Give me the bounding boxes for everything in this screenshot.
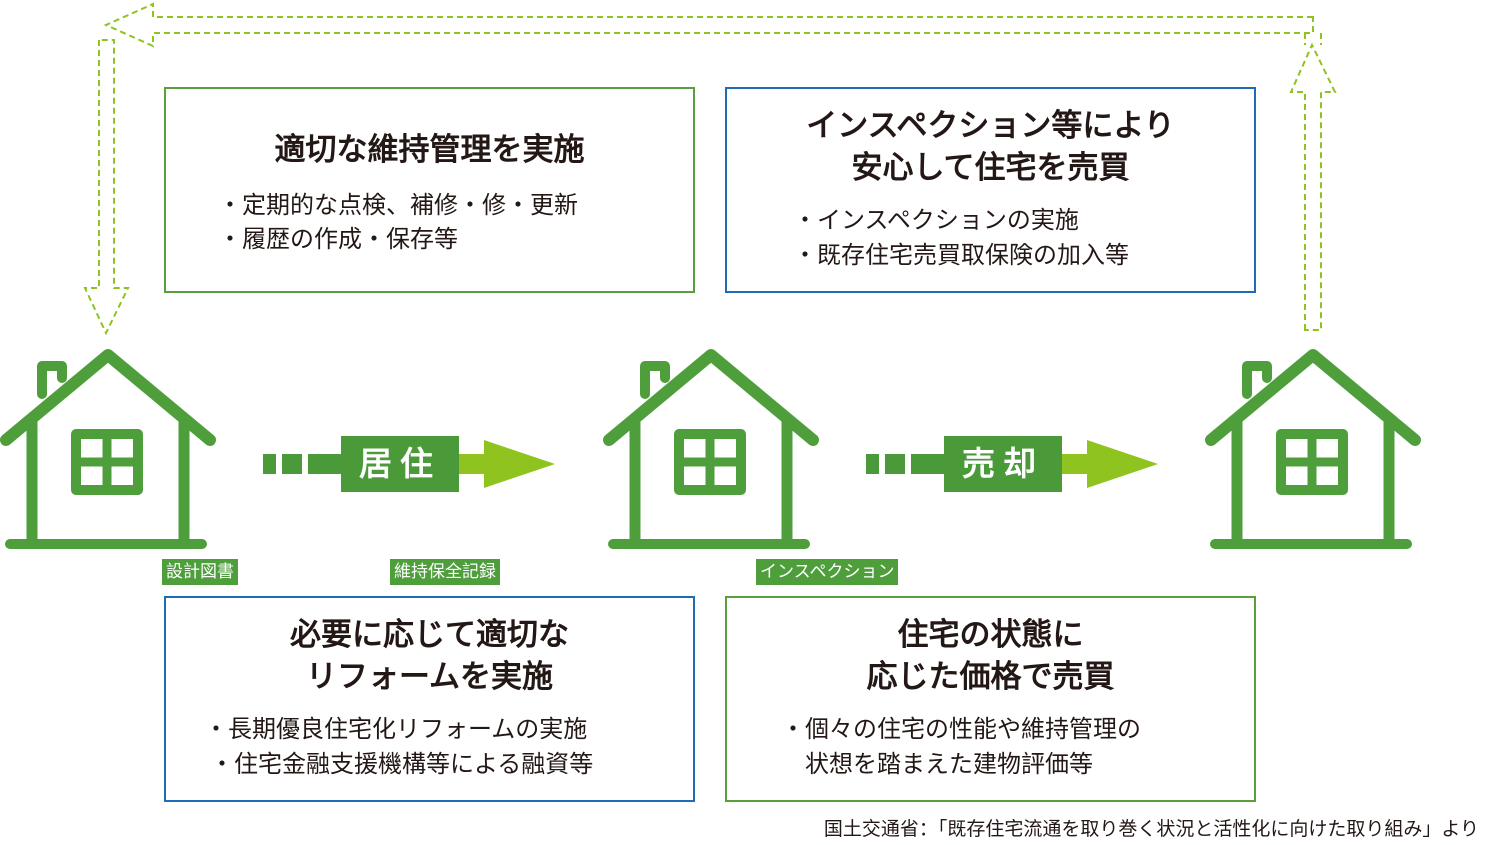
sell-arrow [866, 440, 1158, 488]
live-arrow [263, 440, 555, 488]
tag-design-drawings: 設計図書 [162, 559, 238, 585]
live-arrow-label: 居住 [341, 436, 459, 492]
inspection-item-1: ・インスペクションの実施 [793, 206, 1079, 234]
sell-arrow-label: 売却 [944, 436, 1062, 492]
house-icon-3 [1205, 349, 1421, 549]
reform-title-line-1: 必要に応じて適切な [290, 617, 569, 653]
pricing-title-line-1: 住宅の状態に [897, 617, 1084, 653]
reform-box: 必要に応じて適切な リフォームを実施 ・長期優良住宅化リフォームの実施 ・住宅金… [164, 596, 695, 802]
house-icon-2 [603, 349, 819, 549]
tag-maintenance-record: 維持保全記録 [390, 559, 500, 585]
reform-item-1: ・長期優良住宅化リフォームの実施 [204, 715, 588, 743]
inspection-item-2: ・既存住宅売買取保険の加入等 [793, 241, 1129, 269]
pricing-box: 住宅の状態に 応じた価格で売買 ・個々の住宅の性能や維持管理の 状想を踏まえた建… [725, 596, 1256, 802]
maintenance-item-1: ・定期的な点検、補修・修・更新 [218, 191, 578, 219]
reform-title-line-2: リフォームを実施 [305, 659, 554, 695]
inspection-title-line-2: 安心して住宅を売買 [851, 150, 1130, 186]
inspection-title-line-1: インスペクション等により [806, 108, 1175, 144]
maintenance-title: 適切な維持管理を実施 [274, 132, 585, 168]
source-note: 国土交通省：「既存住宅流通を取り巻く状況と活性化に向けた取り組み」より [823, 818, 1479, 840]
maintenance-item-2: ・履歴の作成・保存等 [218, 225, 458, 253]
pricing-title-line-2: 応じた価格で売買 [866, 659, 1115, 695]
tag-inspection: インスペクション [756, 559, 899, 585]
maintenance-box: 適切な維持管理を実施 ・定期的な点検、補修・修・更新 ・履歴の作成・保存等 [164, 87, 695, 293]
pricing-item-1: ・個々の住宅の性能や維持管理の [781, 715, 1141, 743]
reform-item-2: ・住宅金融支援機構等による融資等 [210, 750, 594, 778]
inspection-box: インスペクション等により 安心して住宅を売買 ・インスペクションの実施 ・既存住… [725, 87, 1256, 293]
pricing-item-2: 状想を踏まえた建物評価等 [805, 750, 1093, 778]
house-icon-1 [0, 349, 216, 549]
cycle-arrow [83, 2, 1337, 336]
